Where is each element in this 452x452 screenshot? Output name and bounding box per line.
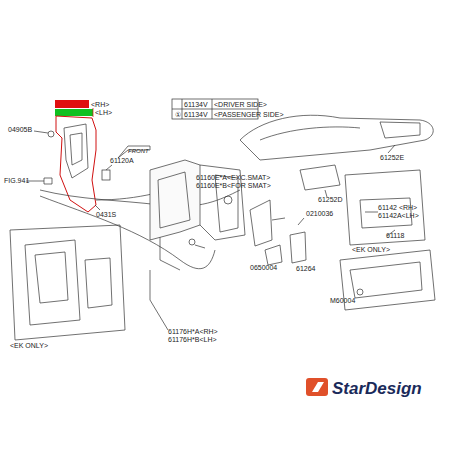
part-number-label: 61134V — [184, 101, 208, 109]
part-number-label: 61142A<LH> — [378, 212, 419, 220]
watermark-logo: StarDesign — [332, 380, 422, 398]
part-number-label: 61176H*A<RH> — [168, 328, 218, 336]
part-number-label: 04905B — [8, 126, 32, 134]
part-number-label: 61118 — [386, 232, 404, 240]
part-number-label: 61252E — [380, 154, 404, 162]
part-number-label: 61264 — [296, 265, 315, 273]
part-number-label: FIG.941 — [4, 177, 29, 185]
part-number-label: <LH> — [95, 109, 112, 117]
part-number-label: 61160E*B<FOR SMAT> — [196, 182, 271, 190]
part-number-label: 0650004 — [250, 264, 277, 272]
part-number-label: 61252D — [318, 196, 343, 204]
part-number-label: 0431S — [96, 211, 116, 219]
part-number-label: <PASSENGER SIDE> — [214, 111, 284, 119]
part-number-label: M60004 — [330, 297, 355, 305]
part-number-label: 61134V — [184, 111, 208, 119]
part-number-label: 61120A — [110, 157, 134, 165]
part-number-label: <RH> — [91, 101, 109, 109]
part-number-label: 0210036 — [306, 210, 333, 218]
part-number-label: <EK ONLY> — [352, 246, 390, 254]
part-number-label: 61160E*A<EXC.SMAT> — [196, 174, 270, 182]
part-number-label: 61142 <RH> — [378, 204, 417, 212]
part-number-label: 61176H*B<LH> — [168, 336, 217, 344]
part-number-label: ① — [175, 111, 181, 119]
part-number-label: FRONT — [128, 147, 149, 155]
part-number-label: <DRIVER SIDE> — [214, 101, 267, 109]
part-number-label: <EK ONLY> — [10, 342, 48, 350]
